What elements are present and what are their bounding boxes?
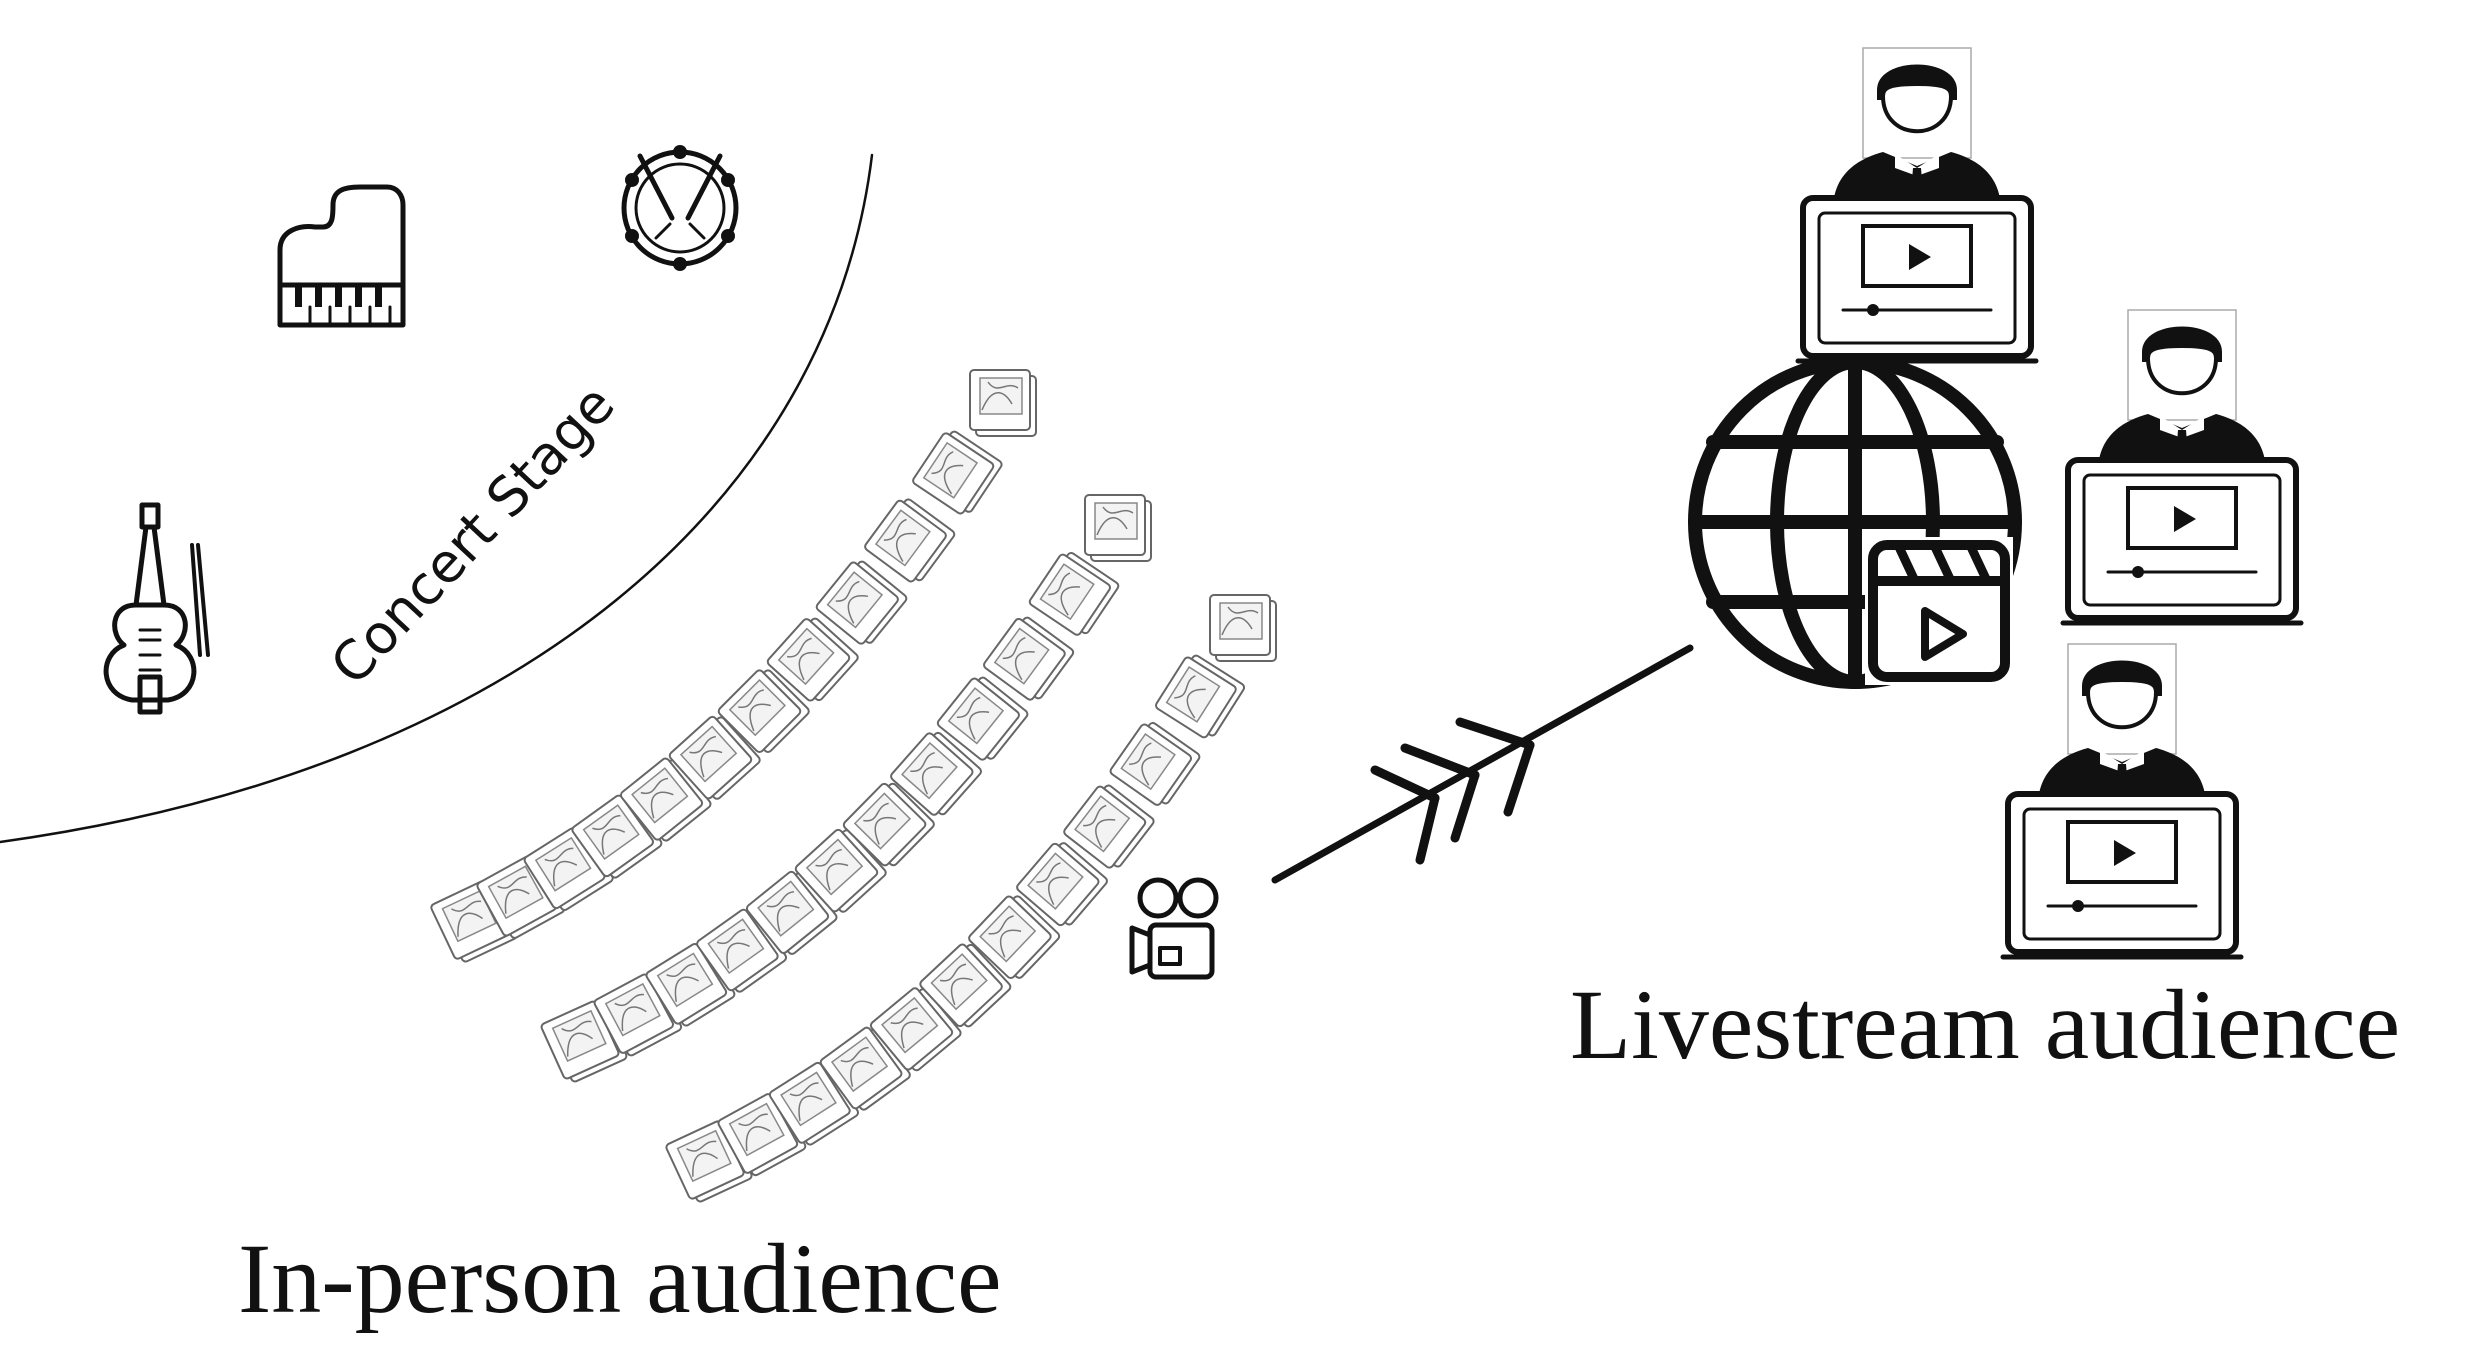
seat-icon: [645, 943, 736, 1027]
seat-icon: [864, 498, 956, 583]
seat-icon: [969, 369, 1037, 437]
seat-icon: [571, 794, 663, 879]
seat-icon: [912, 430, 1003, 515]
video-camera-icon: [1129, 877, 1219, 980]
seat-icon: [869, 987, 962, 1072]
globe-icon: [1688, 355, 2022, 689]
person-laptop-icon: [2003, 644, 2241, 957]
seat-icon: [983, 616, 1075, 701]
drum-icon: [621, 145, 739, 271]
stage-label: Concert Stage: [318, 373, 626, 697]
seat-icon: [766, 617, 859, 702]
person-laptop-icon: [2063, 310, 2301, 623]
seat-icon: [890, 731, 982, 816]
seat-icon: [1084, 494, 1152, 562]
seat-icon: [1109, 722, 1201, 806]
seat-icon: [1155, 654, 1246, 739]
seat-icon: [1209, 594, 1277, 662]
seat-icon: [668, 715, 761, 800]
stage-boundary-arc: [0, 153, 874, 844]
livestream-audience-label: Livestream audience: [1570, 969, 2400, 1080]
clapperboard-play-icon: [1865, 537, 2013, 685]
seat-icon: [968, 895, 1061, 980]
person-laptop-icon: [1795, 47, 2039, 364]
seat-icon: [1016, 842, 1108, 927]
seat-icon: [815, 560, 908, 645]
violin-icon: [103, 502, 210, 715]
seat-icon: [794, 828, 887, 913]
seat-icon: [919, 943, 1012, 1028]
seat-icon: [1063, 784, 1155, 869]
in-person-seating: [430, 369, 1277, 1203]
seat-icon: [936, 676, 1029, 761]
seat-icon: [842, 782, 935, 867]
in-person-audience-label: In-person audience: [238, 1223, 1002, 1334]
piano-icon: [277, 184, 406, 328]
stream-arrow-icon: [1271, 644, 1694, 884]
seat-icon: [717, 669, 810, 753]
seat-icon: [1028, 551, 1120, 636]
